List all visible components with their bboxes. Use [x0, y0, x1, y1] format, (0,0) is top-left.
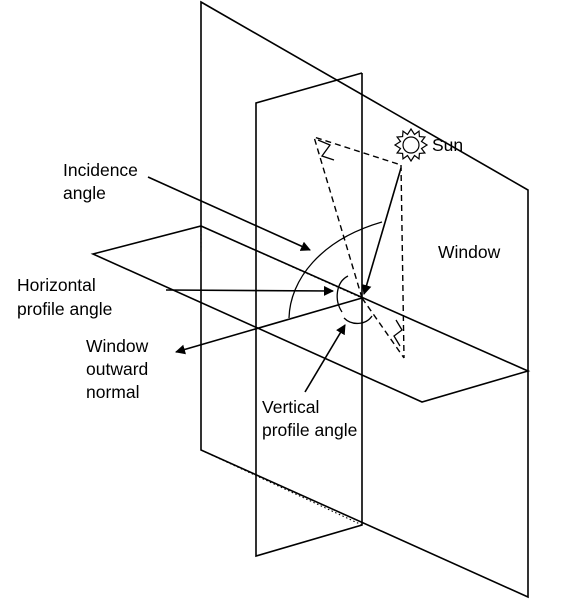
vertical-profile-label-line1: Vertical: [262, 397, 319, 417]
window-normal-arrow: [175, 297, 363, 355]
sun-label: Sun: [432, 135, 463, 155]
vertical-profile-arc: [343, 315, 373, 325]
sun-projection-drop: [400, 164, 405, 359]
window-label: Window: [438, 242, 501, 262]
horizontal-leader-arrow: [165, 285, 334, 296]
sun-projection-bottom: [361, 297, 405, 359]
incidence-arc: [288, 221, 383, 319]
window-normal-label-line1: Window: [86, 336, 149, 356]
window-normal-label-line2: outward: [86, 359, 148, 379]
horizontal-profile-label-line1: Horizontal: [17, 275, 96, 295]
sun-ray: [361, 167, 402, 295]
sun-projection-top: [312, 135, 402, 299]
hidden-line-horizontal: [200, 225, 363, 299]
window-plane: [200, 0, 529, 599]
horizontal-plane: [90, 225, 531, 403]
break-mark-bottom: [393, 319, 403, 347]
hidden-line-wall: [200, 449, 363, 526]
wall-plane: [255, 72, 363, 558]
incidence-angle-label-line2: angle: [63, 183, 106, 203]
incidence-leader-arrow: [147, 176, 311, 251]
vertical-profile-label-line2: profile angle: [262, 420, 357, 440]
horizontal-profile-label-line2: profile angle: [17, 299, 112, 319]
vertical-leader-arrow: [304, 324, 346, 393]
sun-icon: [393, 127, 429, 163]
horizontal-profile-arc: [336, 275, 349, 313]
incidence-angle-label-line1: Incidence: [63, 160, 138, 180]
break-mark-top: [317, 139, 335, 161]
window-normal-label-line3: normal: [86, 382, 140, 402]
